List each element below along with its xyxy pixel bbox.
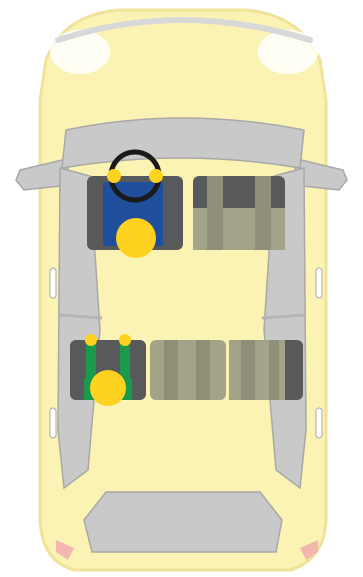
rear-right-stripe <box>241 340 255 400</box>
child-head-icon <box>90 370 126 406</box>
hand-left-icon <box>107 169 121 183</box>
seat-rear-right[interactable] <box>229 340 303 400</box>
rear-center-stripe-2 <box>196 340 210 400</box>
passenger-seat-stripe-2 <box>255 176 271 250</box>
door-handle-front-left <box>50 268 56 298</box>
seat-rear-center[interactable] <box>150 340 226 400</box>
seat-rear-left[interactable] <box>70 334 146 406</box>
passenger-seat-cushion <box>193 208 285 250</box>
passenger-seat-stripe <box>207 176 223 250</box>
rear-row <box>70 334 303 406</box>
child-shoulder-left-icon <box>85 334 97 346</box>
rear-center-stripe <box>164 340 178 400</box>
seat-front-passenger[interactable] <box>193 176 285 250</box>
rear-window <box>84 492 282 552</box>
door-handle-rear-left <box>50 408 56 438</box>
rear-right-stripe-2 <box>269 340 279 400</box>
child-shoulder-right-icon <box>119 334 131 346</box>
hand-right-icon <box>149 169 163 183</box>
driver-head-icon <box>116 218 156 258</box>
door-handle-rear-right <box>316 408 322 438</box>
door-handle-front-right <box>316 268 322 298</box>
seat-driver[interactable] <box>87 176 183 258</box>
